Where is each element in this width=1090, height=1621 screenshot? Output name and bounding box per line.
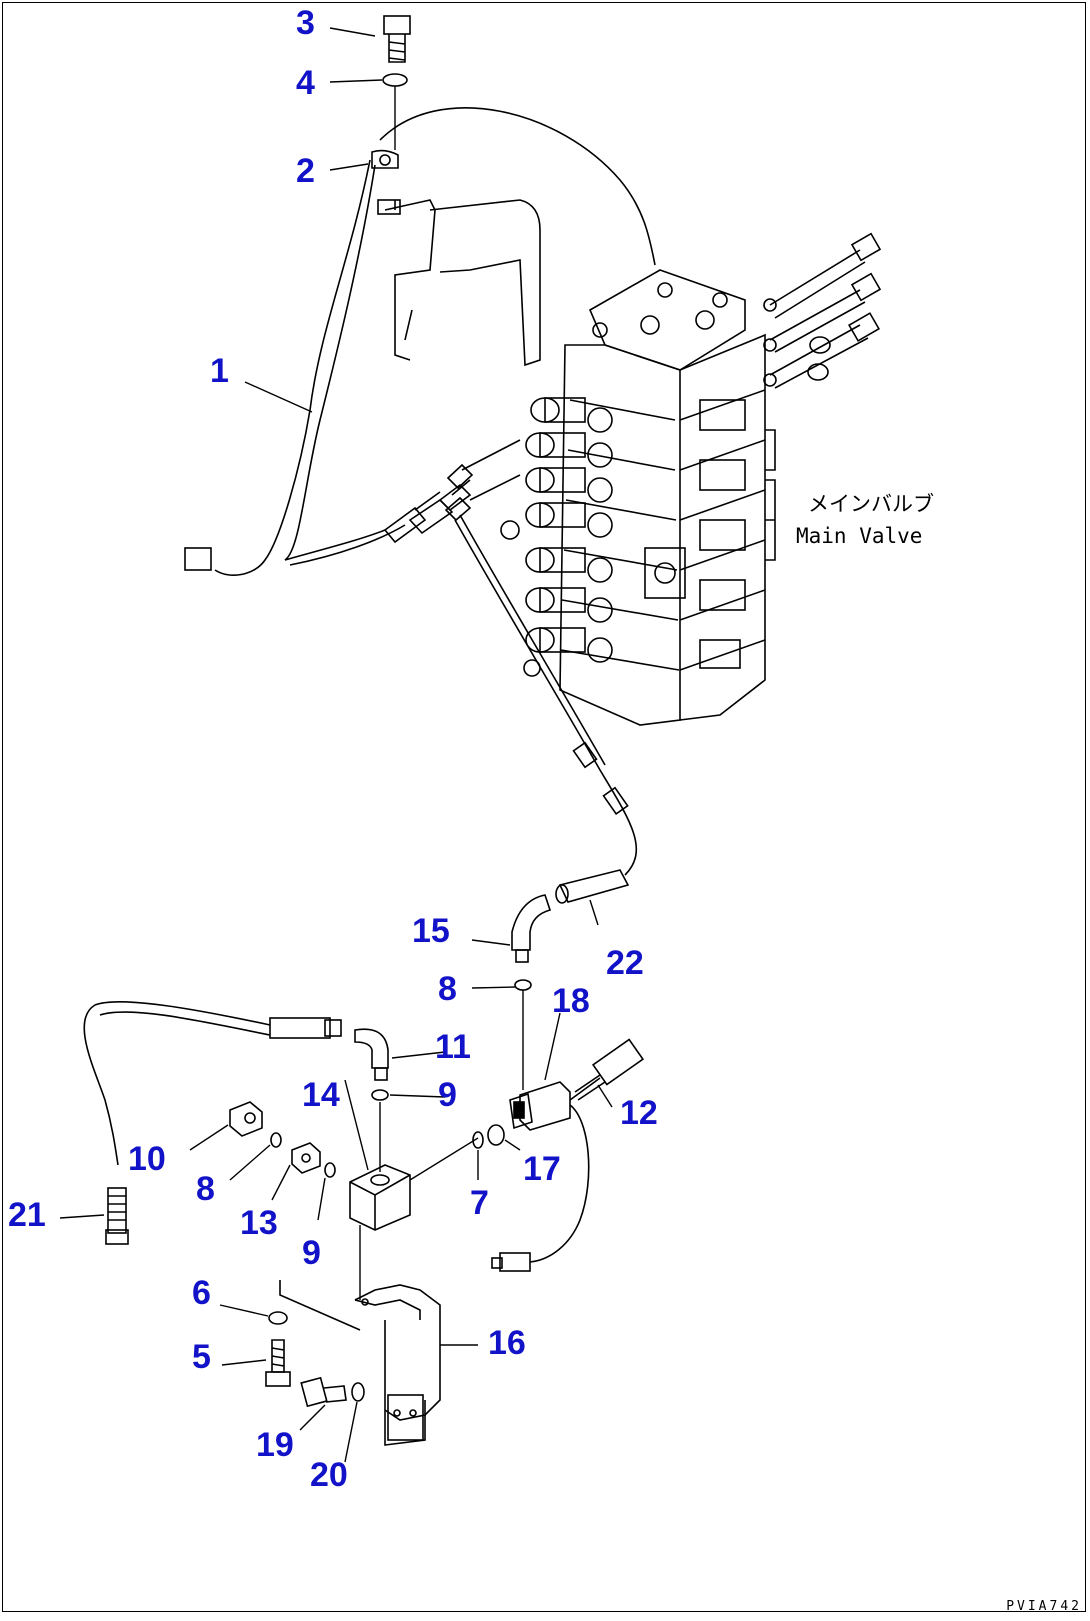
callout-22: 22 [606, 944, 644, 982]
callout-19: 19 [256, 1426, 294, 1464]
bracket-16 [279, 1280, 478, 1446]
o-ring-8b [270, 1132, 282, 1148]
elbow-15 [511, 894, 552, 963]
bolt-3 [383, 15, 411, 63]
callout-5: 5 [192, 1338, 211, 1376]
callout-7: 7 [470, 1184, 489, 1222]
callout-11: 11 [435, 1028, 471, 1066]
hose-21 [83, 1000, 342, 1245]
hose-22 [454, 514, 638, 904]
callout-12: 12 [620, 1094, 658, 1132]
callout-15: 15 [412, 912, 450, 950]
block-14 [349, 1102, 479, 1300]
o-ring-17 [487, 1124, 505, 1146]
solenoid-18 [491, 1038, 645, 1272]
callout-9-upper: 9 [438, 1076, 457, 1114]
callout-8-upper: 8 [438, 970, 457, 1008]
callout-17: 17 [523, 1150, 561, 1188]
callout-8-lower: 8 [196, 1170, 215, 1208]
harness-loop [379, 107, 656, 266]
callout-10: 10 [128, 1140, 166, 1178]
callout-21: 21 [8, 1196, 46, 1234]
callout-14: 14 [302, 1076, 340, 1114]
bolt-19 [300, 1376, 347, 1408]
callout-4: 4 [296, 64, 315, 102]
callout-20: 20 [310, 1456, 348, 1494]
main-valve [500, 232, 882, 726]
callout-13: 13 [240, 1204, 278, 1242]
callout-16: 16 [488, 1324, 526, 1362]
drawing-code: PVIA742 [1006, 1599, 1082, 1614]
callout-9-lower: 9 [302, 1234, 321, 1272]
fitting-10 [229, 1101, 263, 1137]
o-ring-9b [324, 1162, 336, 1178]
o-ring-9 [371, 1089, 389, 1101]
valve-label-english: Main Valve [796, 524, 923, 548]
callout-1: 1 [210, 352, 229, 390]
washer-6 [268, 1311, 288, 1325]
washer-4 [382, 73, 408, 87]
leader-lines [59, 27, 613, 1463]
elbow-11 [354, 1028, 389, 1081]
clip-2 [371, 149, 399, 169]
callout-18: 18 [552, 982, 590, 1020]
o-ring-7 [472, 1131, 484, 1149]
bolt-5 [265, 1339, 291, 1387]
callout-6: 6 [192, 1274, 211, 1312]
harness-1 [184, 159, 521, 576]
upper-bracket [377, 199, 541, 367]
callout-2: 2 [296, 152, 315, 190]
o-ring-8 [514, 979, 532, 991]
valve-label-japanese: メインバルブ [808, 492, 934, 516]
fitting-13 [291, 1142, 321, 1174]
callout-3: 3 [296, 4, 315, 42]
washer-20 [351, 1382, 365, 1402]
